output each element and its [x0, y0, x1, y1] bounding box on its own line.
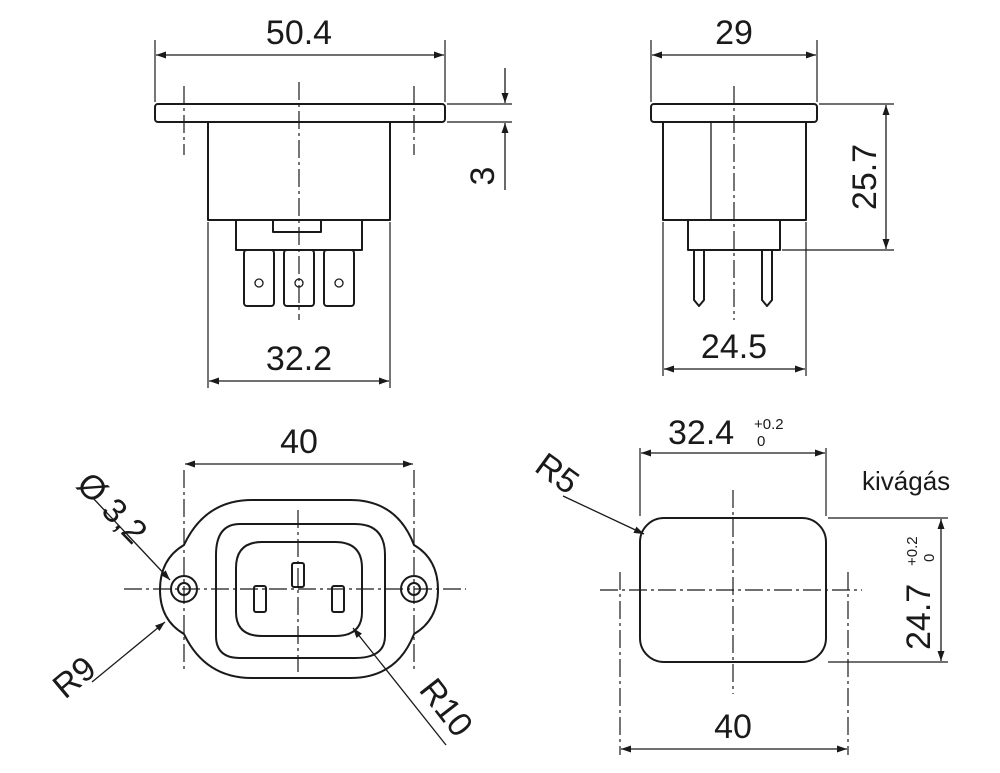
dim-cutout-height: 24.7 — [900, 584, 938, 650]
cutout-view: 32.4 +0.2 0 40 24.7 +0.2 0 R5 kivágás — [528, 414, 950, 755]
side-view: 29 24.5 25.7 — [650, 14, 894, 376]
dim-cutout-overall: 40 — [714, 708, 752, 746]
dim-front-flange: 3 — [464, 167, 502, 186]
front-view: 50.4 32.2 3 — [154, 14, 512, 388]
dim-cutout-width: 32.4 — [668, 414, 734, 452]
dim-front-width-body: 32.2 — [266, 340, 332, 378]
dim-cutout-height-tol-upper: +0.2 — [904, 536, 921, 566]
dim-side-width-top: 29 — [715, 14, 753, 52]
dim-front-width-top: 50.4 — [266, 14, 332, 52]
cutout-note: kivágás — [862, 466, 950, 496]
dim-cutout-width-tol-upper: +0.2 — [754, 416, 784, 433]
dim-side-height: 25.7 — [846, 144, 884, 210]
dim-radius-r9: R9 — [46, 649, 104, 706]
dim-radius-r10: R10 — [412, 672, 480, 745]
dim-cutout-radius: R5 — [528, 446, 586, 502]
bottom-view: 40 Ø 3,2 R9 R10 — [46, 423, 480, 746]
dim-bottom-width: 40 — [280, 423, 318, 461]
dim-cutout-width-tol-lower: 0 — [757, 433, 765, 450]
dim-side-width-bottom: 24.5 — [701, 328, 767, 366]
dim-cutout-height-tol-lower: 0 — [921, 554, 938, 562]
dim-hole-diameter: Ø 3,2 — [69, 465, 154, 551]
